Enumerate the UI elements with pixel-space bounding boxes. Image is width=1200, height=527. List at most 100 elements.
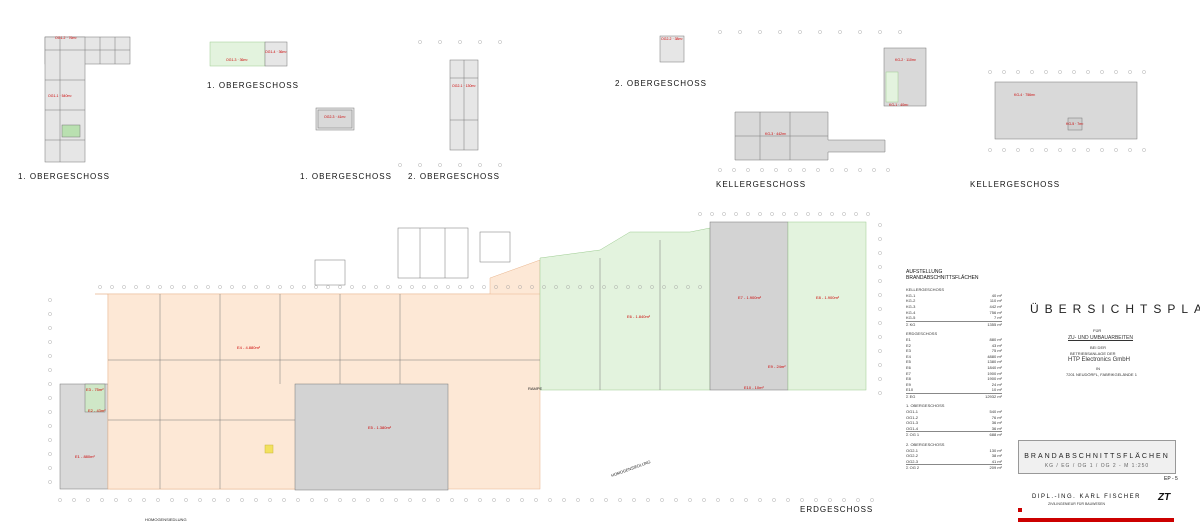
grid-marker — [650, 285, 654, 289]
office-subtitle: ZIVILINGENIEUR FÜR BAUWESEN — [1048, 502, 1105, 506]
grid-marker — [878, 30, 882, 34]
grid-marker — [856, 498, 860, 502]
grid-marker — [296, 498, 300, 502]
grid-marker — [542, 285, 546, 289]
grid-marker — [48, 438, 52, 442]
grid-marker — [842, 498, 846, 502]
grid-marker — [48, 382, 52, 386]
area-tag-e1: E1 - 880m² — [75, 454, 95, 459]
grid-marker — [198, 498, 202, 502]
grid-marker — [870, 498, 874, 502]
grid-marker — [698, 212, 702, 216]
grid-marker — [854, 212, 858, 216]
grid-marker — [72, 498, 76, 502]
area-tag-kg-2: KG-2 · 110m² — [895, 58, 916, 62]
grid-marker — [48, 312, 52, 316]
grid-marker — [1142, 70, 1146, 74]
grid-marker — [744, 498, 748, 502]
grid-marker — [698, 285, 702, 289]
grid-marker — [498, 163, 502, 167]
grid-marker — [770, 212, 774, 216]
view-title-eg: ERDGESCHOSS — [800, 505, 874, 514]
title-address: 7201 NEUDÖRFL, FABRIKGELÄNDE 1 — [1066, 372, 1137, 377]
grid-marker — [156, 498, 160, 502]
grid-marker — [774, 168, 778, 172]
grid-marker — [534, 498, 538, 502]
grid-marker — [290, 285, 294, 289]
grid-marker — [734, 212, 738, 216]
og1-left-plan — [44, 36, 131, 163]
grid-marker — [438, 40, 442, 44]
grid-marker — [702, 498, 706, 502]
grid-marker — [674, 498, 678, 502]
grid-marker — [878, 363, 882, 367]
title-at: BEI DER — [1090, 345, 1107, 350]
area-tag-e5: E5 - 1.380m² — [368, 425, 392, 430]
title-facility: BETRIEBSANLAGE DER — [1070, 351, 1116, 356]
grid-marker — [722, 212, 726, 216]
grid-marker — [590, 498, 594, 502]
grid-marker — [1044, 70, 1048, 74]
grid-marker — [100, 498, 104, 502]
grid-marker — [314, 285, 318, 289]
view-title-kg-left: KELLERGESCHOSS — [716, 180, 807, 189]
area-tag-og2-3: OG2-3 · 41m² — [324, 115, 346, 119]
title-project: ZU- UND UMBAUARBEITEN — [1068, 335, 1134, 341]
grid-marker — [800, 498, 804, 502]
view-title-og1-left: 1. OBERGESCHOSS — [18, 172, 110, 181]
grid-marker — [398, 285, 402, 289]
grid-marker — [732, 168, 736, 172]
grid-marker — [1072, 148, 1076, 152]
og2-small-plan — [659, 35, 685, 63]
grid-marker — [602, 285, 606, 289]
grid-marker — [842, 212, 846, 216]
grid-marker — [408, 498, 412, 502]
grid-marker — [646, 498, 650, 502]
grid-marker — [718, 168, 722, 172]
grid-marker — [110, 285, 114, 289]
grid-marker — [278, 285, 282, 289]
grid-marker — [1100, 148, 1104, 152]
grid-marker — [48, 354, 52, 358]
grid-marker — [786, 498, 790, 502]
grid-marker — [782, 212, 786, 216]
grid-marker — [1142, 148, 1146, 152]
title-for: FÜR — [1093, 328, 1102, 333]
grid-marker — [746, 212, 750, 216]
ramp-label: RAMPE — [528, 386, 543, 391]
grid-marker — [758, 212, 762, 216]
grid-marker — [506, 285, 510, 289]
grid-marker — [1002, 70, 1006, 74]
grid-marker — [830, 168, 834, 172]
grid-marker — [988, 148, 992, 152]
eg-main-plan — [59, 221, 867, 491]
grid-marker — [626, 285, 630, 289]
og1-mid-plan — [209, 41, 288, 67]
grid-marker — [1114, 70, 1118, 74]
grid-marker — [366, 498, 370, 502]
grid-marker — [422, 285, 426, 289]
grid-marker — [506, 498, 510, 502]
zt-logo: ZT — [1158, 492, 1171, 503]
grid-marker — [794, 212, 798, 216]
view-title-kg-right: KELLERGESCHOSS — [970, 180, 1061, 189]
grid-marker — [518, 285, 522, 289]
area-tag-kg-4: KG-4 · 756m² — [1014, 93, 1036, 97]
drawing-title: BRANDABSCHNITTSFLÄCHEN — [1024, 453, 1170, 460]
grid-marker — [478, 498, 482, 502]
area-tag-e9: E9 - 24m² — [768, 364, 786, 369]
grid-marker — [562, 498, 566, 502]
grid-marker — [48, 410, 52, 414]
grid-marker — [418, 163, 422, 167]
